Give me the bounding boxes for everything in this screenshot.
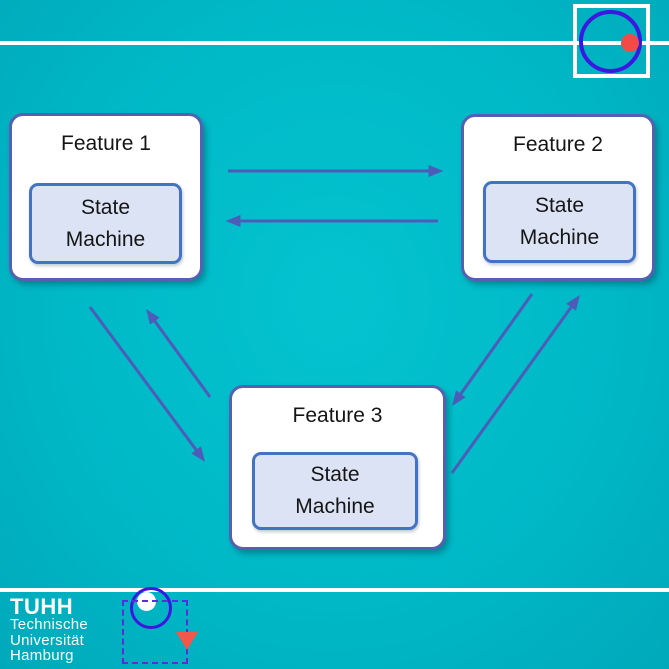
- pointer-triangle-icon: [176, 632, 198, 650]
- click-dot-icon: [621, 34, 639, 52]
- arrow-feature1-to-feature3: [88, 306, 206, 462]
- feature-2-state-machine-box: State Machine: [483, 181, 636, 263]
- tuhh-logo-line: Universität: [10, 631, 85, 649]
- top-divider-line: [0, 41, 669, 45]
- feature-1-title: Feature 1: [61, 132, 151, 155]
- feature-3-box: Feature 3 State Machine: [229, 385, 446, 550]
- tuhh-logo-line: Technische: [10, 616, 89, 633]
- feature-1-state-machine-box: State Machine: [29, 183, 182, 264]
- state-machine-label-line: State: [310, 463, 360, 486]
- arrow-feature3-to-feature1: [146, 309, 212, 398]
- arrow-feature3-to-feature2: [450, 295, 580, 474]
- state-machine-label-line: State: [80, 195, 131, 219]
- arrow-feature2-to-feature3: [452, 293, 534, 406]
- state-machine-label-line: State: [534, 194, 585, 217]
- bottom-divider-line: [0, 588, 669, 592]
- tuhh-logo-acronym: TUHH: [10, 594, 74, 619]
- state-machine-label-line: Machine: [295, 495, 375, 518]
- cursor-circle-icon: [579, 10, 642, 73]
- selection-rectangle-icon: [573, 4, 650, 78]
- state-machine-label-line: Machine: [519, 226, 600, 249]
- tuhh-logo: TUHH Technische Universität Hamburg: [10, 596, 88, 664]
- state-machine-label-line: Machine: [65, 227, 146, 251]
- cursor-circle-icon: [130, 587, 172, 629]
- feature-1-box: Feature 1 State Machine: [9, 113, 203, 281]
- feature-3-state-machine-box: State Machine: [252, 452, 418, 530]
- feature-3-title: Feature 3: [292, 404, 383, 427]
- feature-2-title: Feature 2: [513, 133, 603, 156]
- tuhh-logo-line: Hamburg: [10, 647, 74, 664]
- feature-2-box: Feature 2 State Machine: [461, 114, 655, 281]
